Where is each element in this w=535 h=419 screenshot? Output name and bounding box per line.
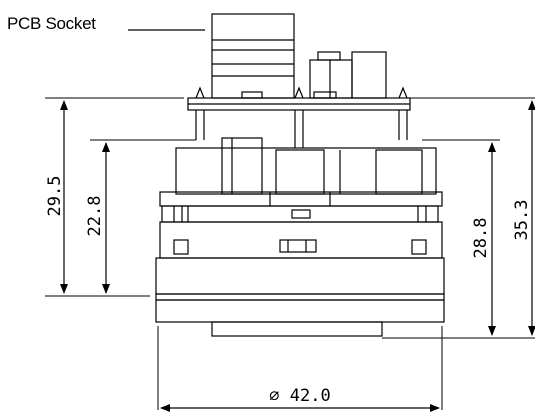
housing-upper	[175, 137, 437, 195]
pcb-socket	[211, 13, 387, 99]
pcb-socket-label: PCB Socket	[7, 14, 96, 33]
housing-frame	[159, 191, 443, 259]
connector-pins	[195, 86, 408, 148]
dim-28-8: 28.8	[471, 218, 491, 259]
bottom-flange	[155, 257, 445, 337]
dim-35-3: 35.3	[512, 200, 532, 241]
pcb-board	[187, 91, 411, 111]
dim-diameter: ∅ 42.0	[269, 386, 330, 406]
extension-lines	[45, 97, 535, 410]
dim-29-5: 29.5	[45, 176, 65, 217]
dim-22-8: 22.8	[85, 196, 105, 237]
